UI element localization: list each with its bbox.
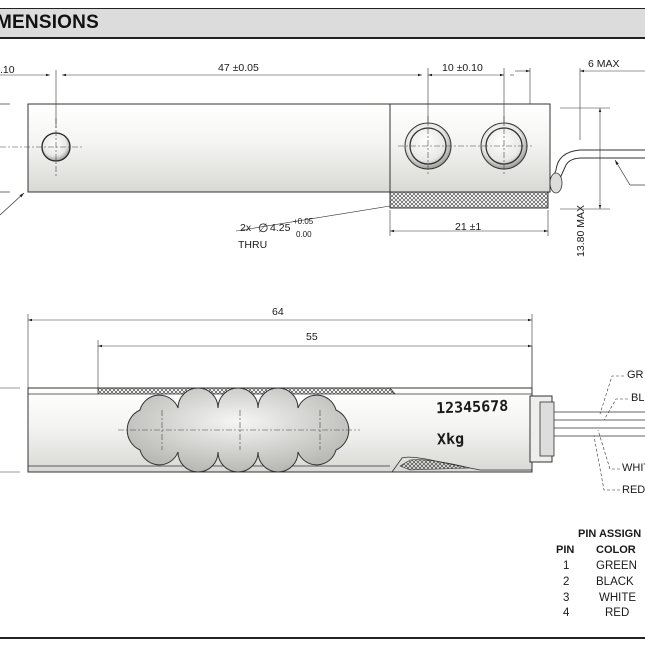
frame-line [0,37,645,38]
pin-table-header-pin: PIN [556,544,575,556]
top-view-cable [549,149,645,186]
wire-label-red: RED [622,484,645,496]
dim-left-partial: .10 [0,64,15,76]
pin-row-3-color: WHITE [599,592,637,604]
diameter-symbol: ∅ [258,221,269,235]
pin-row-1-color: GREEN [596,560,637,572]
wire-label-white: WHIT [622,462,645,474]
hole-callout-qty: 2x [240,222,252,234]
pin-table-title: PIN ASSIGN [578,528,642,540]
capacity-label: Xkg [436,429,465,449]
hole-tol-lower: 0.00 [296,230,312,239]
pin-table-header-color: COLOR [596,544,636,556]
wire-label-green: GR [627,369,644,381]
hole-diameter: 4.25 [270,222,291,234]
top-view-body [27,103,391,193]
pin-row-1-pin: 1 [563,560,570,572]
wire-label-black: BL [631,392,645,404]
top-view-hatched-pad [389,191,549,209]
section-title: MENSIONS [0,12,99,33]
serial-number: 12345678 [435,396,509,418]
dim-max-height: 13.80 MAX [574,205,587,257]
bottom-frame-line [0,637,645,639]
section-header: MENSIONS [0,8,645,39]
dim-hole-spacing: 10 ±0.10 [442,62,483,74]
hole-tol-upper: +0.05 [293,217,314,226]
pin-row-3-pin: 3 [563,592,570,604]
pin-row-4-color: RED [605,607,630,619]
dim-total-length: 64 [272,306,284,318]
pin-row-4-pin: 4 [563,607,570,619]
pin-row-2-pin: 2 [563,576,570,588]
dim-gauge-length: 55 [306,331,318,343]
dim-pad-length: 21 ±1 [455,221,482,233]
dim-max-width: 6 MAX [588,58,620,70]
pin-row-2-color: BLACK [596,576,634,588]
hole-thru: THRU [238,239,268,251]
dim-length: 47 ±0.05 [218,62,259,74]
